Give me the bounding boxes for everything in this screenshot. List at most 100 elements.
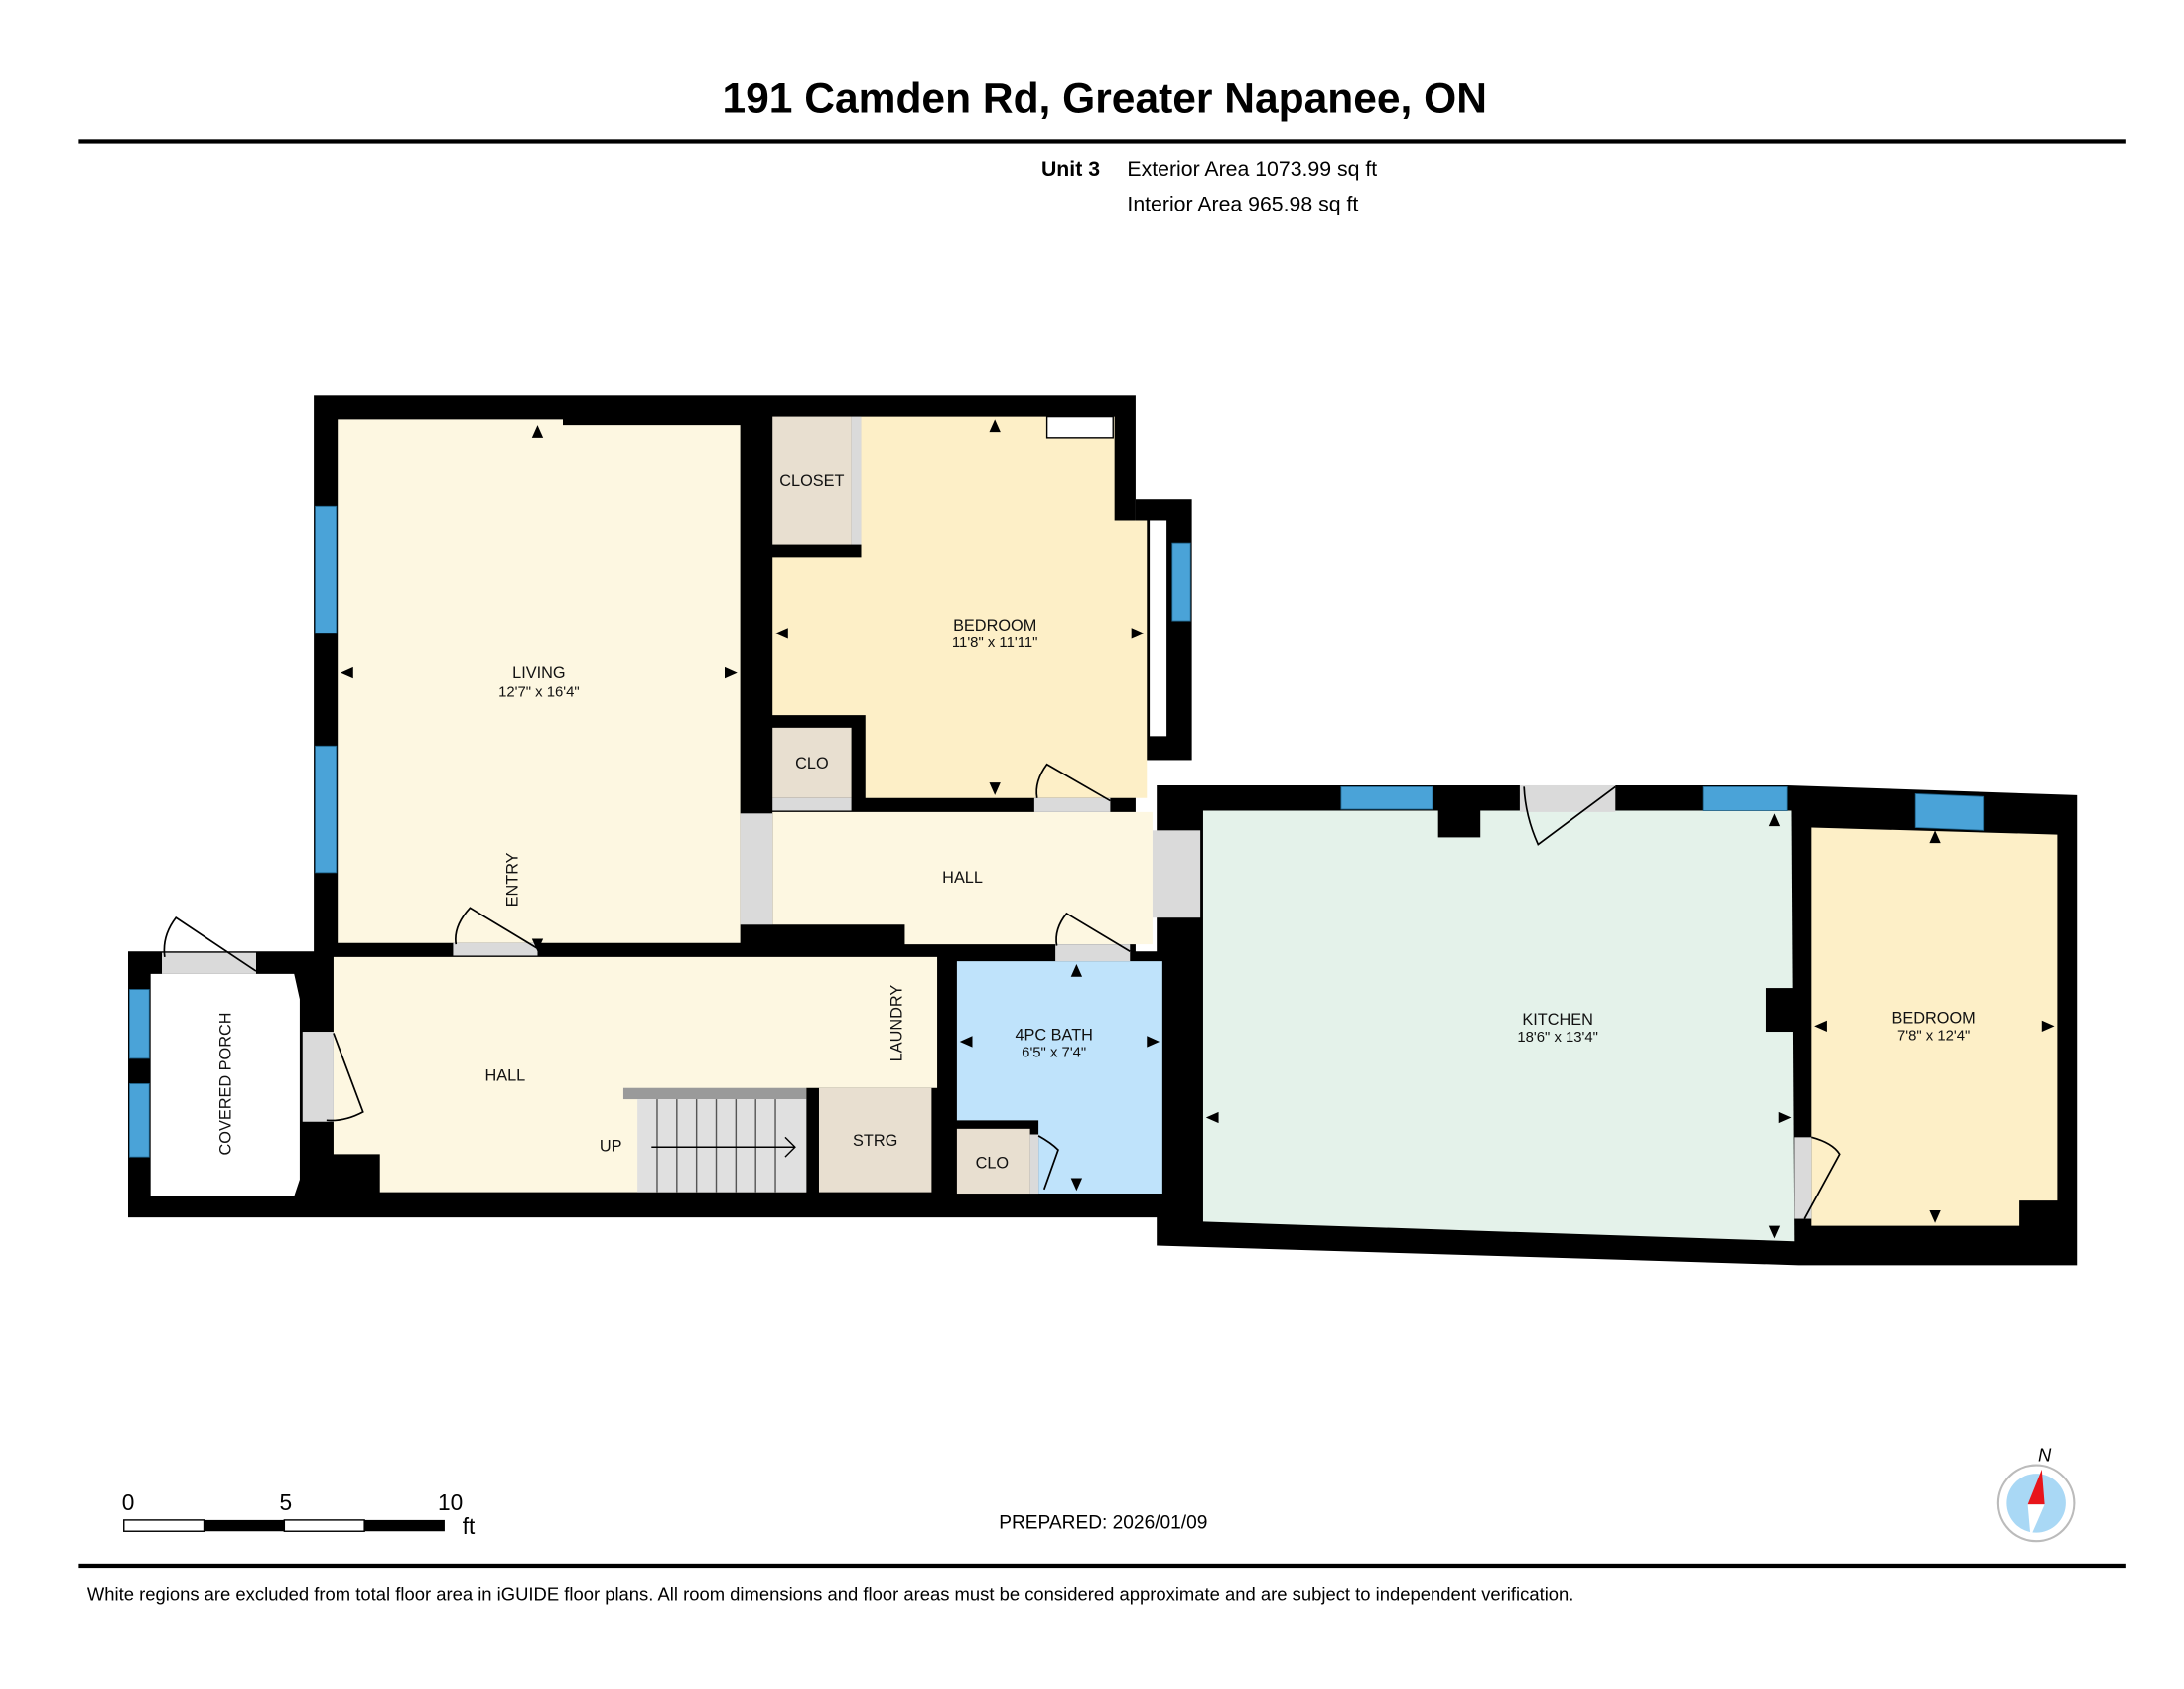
door-swing: [163, 916, 257, 972]
windows: [128, 505, 1985, 1158]
stair-rail: [622, 1087, 807, 1100]
entry-door-opening: [453, 942, 538, 956]
arrow-up: [531, 425, 544, 438]
door-swing: [455, 907, 538, 950]
bath-label: 4PC BATH: [1015, 1027, 1092, 1045]
door-swing: [1035, 763, 1111, 802]
bedroom-fixture: [1045, 415, 1114, 439]
clo-2-label: CLO: [976, 1155, 1010, 1173]
room-bedroom-2: [1811, 827, 2058, 1226]
room-covered-porch: [150, 973, 300, 1196]
bedroom-2-dims: 7'8" x 12'4": [1897, 1029, 1970, 1045]
window: [1914, 793, 1985, 831]
dimension-arrows: [341, 419, 2055, 1239]
window: [128, 989, 150, 1059]
door-swings: [163, 763, 1841, 1219]
living-dims: 12'7" x 16'4": [498, 685, 580, 701]
door-swing: [1055, 912, 1131, 952]
bedroom-2-label: BEDROOM: [1892, 1010, 1976, 1028]
room-bath: [956, 961, 1162, 1195]
exterior-area: Exterior Area 1073.99 sq ft: [1127, 157, 1378, 182]
hall-opening-left: [740, 813, 773, 925]
stair-direction-arrow: [651, 1136, 796, 1158]
window: [1171, 542, 1191, 622]
scale-label-0: 0: [122, 1489, 135, 1515]
wall-gap: [1150, 520, 1167, 737]
compass-icon: N: [1996, 1444, 2076, 1543]
bedroom-1-label: BEDROOM: [953, 617, 1036, 634]
footer-disclaimer: White regions are excluded from total fl…: [86, 1583, 1574, 1605]
arrow-up: [1768, 813, 1781, 827]
kitchen-label: KITCHEN: [1522, 1011, 1593, 1029]
page-title: 191 Camden Rd, Greater Napanee, ON: [722, 75, 1487, 123]
porch-door-opening: [162, 952, 256, 974]
bath-dims: 6'5" x 7'4": [1022, 1046, 1086, 1061]
door-swing: [326, 1033, 364, 1122]
interior-area: Interior Area 965.98 sq ft: [1127, 193, 1359, 217]
bedroom-1-dims: 11'8" x 11'11": [952, 635, 1038, 651]
hall-upper-label: HALL: [942, 869, 983, 887]
arrow-right: [1147, 1036, 1160, 1048]
clo-1-label: CLO: [795, 755, 829, 773]
laundry-label: LAUNDRY: [888, 985, 906, 1062]
arrow-down: [1768, 1225, 1781, 1239]
arrow-down: [1929, 1210, 1941, 1223]
header-divider: [78, 139, 2126, 144]
bedroom-2-door-opening: [1794, 1137, 1812, 1219]
clo-2-opening: [1029, 1134, 1039, 1195]
room-hall-upper: [772, 811, 1153, 945]
up-label: UP: [600, 1138, 622, 1156]
arrow-up: [1070, 963, 1083, 977]
kitchen-wall-bump: [1765, 988, 1799, 1033]
hall-opening-right: [1152, 830, 1201, 918]
door-swing: [1523, 785, 1616, 846]
arrow-up: [1929, 830, 1941, 844]
scale-bar: 0 5 10 ft: [122, 1489, 476, 1539]
arrow-up: [989, 419, 1001, 433]
room-clo-1: [772, 727, 852, 798]
room-strg: [818, 1087, 932, 1193]
window: [315, 745, 338, 874]
arrow-right: [1778, 1111, 1792, 1124]
window: [128, 1083, 150, 1158]
arrow-down: [1070, 1178, 1083, 1192]
hall-lower-label: HALL: [484, 1067, 525, 1085]
bedroom-1-door-opening: [1033, 797, 1111, 812]
door-swing: [1037, 1135, 1059, 1191]
arrow-left: [775, 628, 788, 639]
door-swing: [1803, 1136, 1841, 1219]
arrow-left: [1205, 1111, 1219, 1124]
closet-opening: [851, 416, 862, 545]
arrow-down: [531, 938, 544, 952]
living-label: LIVING: [512, 664, 565, 682]
scale-label-10: 10: [438, 1489, 463, 1515]
prepared-date: PREPARED: 2026/01/09: [999, 1512, 1207, 1533]
arrow-left: [341, 666, 353, 679]
stairs: [637, 1099, 807, 1193]
room-closet: [772, 416, 852, 545]
kitchen-wall-notch: [1437, 807, 1481, 838]
arrow-right: [2041, 1020, 2055, 1033]
scale-unit: ft: [463, 1513, 476, 1539]
arrow-right: [1131, 628, 1145, 639]
arrow-left: [1814, 1020, 1827, 1033]
unit-label: Unit 3: [1040, 157, 1101, 182]
kitchen-door-opening: [1519, 784, 1616, 812]
clo-1-opening: [772, 797, 852, 811]
kitchen-dims: 18'6" x 13'4": [1517, 1030, 1598, 1046]
window: [1702, 785, 1788, 811]
covered-porch-label: COVERED PORCH: [216, 1012, 234, 1155]
arrow-left: [959, 1036, 973, 1048]
arrow-down: [989, 782, 1001, 795]
room-clo-2: [956, 1128, 1030, 1195]
porch-inner-door-opening: [302, 1032, 334, 1122]
window: [315, 505, 338, 634]
room-living: [338, 419, 741, 943]
arrow-right: [725, 666, 738, 679]
room-bedroom-1: [772, 416, 1148, 798]
room-kitchen: [1202, 810, 1795, 1242]
compass-north-label: N: [2038, 1444, 2052, 1465]
strg-label: STRG: [853, 1132, 897, 1150]
scale-label-5: 5: [279, 1489, 292, 1515]
